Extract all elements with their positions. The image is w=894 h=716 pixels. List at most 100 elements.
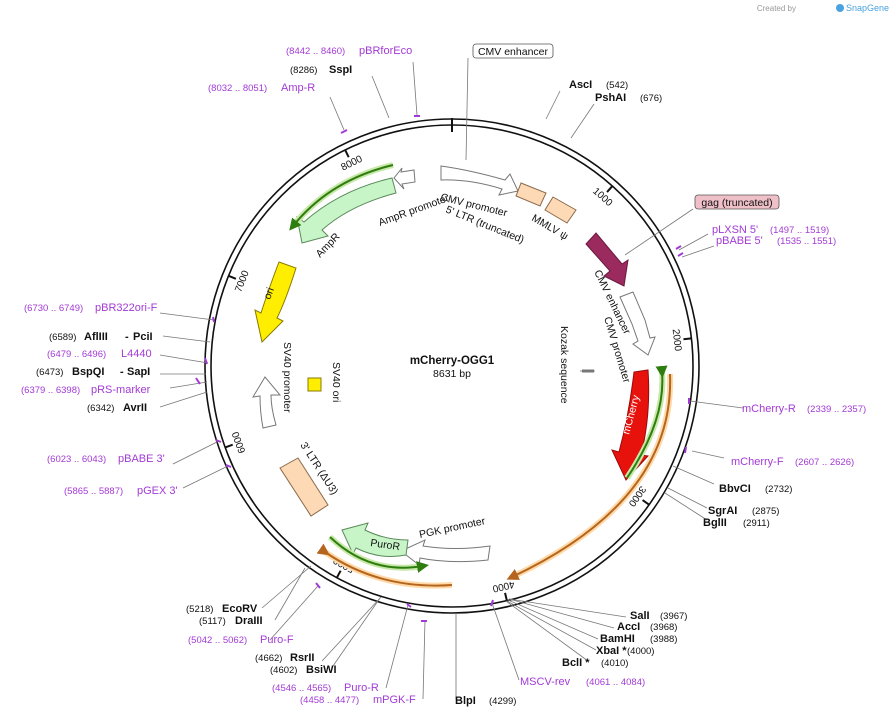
credit-prefix: Created by [757, 4, 796, 13]
enzyme-xbai: XbaI * [596, 645, 627, 657]
enzyme-sali: SalI [630, 610, 650, 622]
enzyme-bbvci-pos: (2732) [765, 484, 792, 495]
primer-puro-r-pos: (4546 .. 4565) [272, 683, 331, 694]
enzyme-draiii: DraIII [235, 615, 263, 627]
pgk-promoter-label: PGK promoter [418, 515, 487, 541]
enzyme-bglii-pos: (2911) [743, 518, 770, 529]
cmv-promoter-top-arrow[interactable] [440, 165, 519, 196]
enzyme-labels: AscI (542) PshAI (676) (8286) SspI BbvCI… [36, 64, 792, 707]
enzyme-sgrai: SgrAI [708, 505, 737, 517]
ampr-promoter-arrow[interactable] [393, 167, 416, 190]
enzyme-bamhi-pos: (3988) [650, 634, 677, 645]
sv40-ori-label: SV40 ori [330, 362, 342, 402]
enzyme-bsiwi-pos: (4602) [270, 665, 297, 676]
sv40-ori-box[interactable] [307, 377, 322, 392]
sv40-promoter-arrow[interactable] [252, 376, 282, 429]
primer-mpgk-f: mPGK-F [373, 694, 416, 706]
gag-arrow[interactable] [585, 232, 629, 287]
enzyme-asci: AscI [569, 79, 592, 91]
enzyme-bspqi: BspQI [72, 366, 104, 378]
plasmid-length: 8631 bp [433, 368, 471, 380]
primer-mcherry-f-pos: (2607 .. 2626) [795, 457, 854, 468]
orange-primer-bar-right[interactable] [506, 373, 672, 580]
scale-tick-label: 2000 [670, 328, 684, 352]
mmlv-psi-box[interactable] [544, 196, 577, 224]
enzyme-pshai: PshAI [595, 92, 626, 104]
scale-tick-mark [504, 592, 508, 601]
enzyme-afliii-sep: - [125, 331, 129, 343]
primer-mscv-rev: MSCV-rev [520, 676, 571, 688]
scale-tick-label: 1000 [590, 186, 614, 209]
primer-prs-marker-pos: (6379 .. 6398) [21, 385, 80, 396]
snapgene-logo-icon [836, 4, 844, 12]
pgk-promoter-arrow[interactable] [400, 539, 491, 566]
primer-pbrforeco: pBRforEco [359, 45, 412, 57]
primer-pbr322ori: pBR322ori-F [95, 302, 158, 314]
puror-arrow[interactable] [341, 522, 409, 557]
cmv-enhancer-inner-arrow[interactable] [619, 291, 656, 356]
primer-l4440-pos: (6479 .. 6496) [47, 349, 106, 360]
primer-ampr: Amp-R [281, 82, 315, 94]
primer-pgex3-pos: (5865 .. 5887) [64, 486, 123, 497]
primer-puro-f: Puro-F [260, 634, 294, 646]
primer-pbr322ori-pos: (6730 .. 6749) [24, 303, 83, 314]
enzyme-asci-pos: (542) [606, 80, 628, 91]
scale-tick-label: 6000 [230, 430, 248, 455]
enzyme-ecorv-pos: (5218) [186, 604, 213, 615]
primer-pbrforeco-pos: (8442 .. 8460) [286, 46, 345, 57]
primer-pbabe5-pos: (1535 .. 1551) [777, 236, 836, 247]
enzyme-bspqi-pos: (6473) [36, 367, 63, 378]
enzyme-bbvci: BbvCI [719, 483, 751, 495]
enzyme-avrii-pos: (6342) [87, 403, 114, 414]
enzyme-bsiwi: BsiWI [306, 664, 337, 676]
enzyme-xbai-pos: (4000) [627, 646, 654, 657]
credit-brand: SnapGene [846, 3, 889, 13]
enzyme-rsrii-pos: (4662) [255, 653, 282, 664]
mcherry-primer-bar[interactable] [626, 365, 668, 479]
ltr5-box[interactable] [515, 182, 547, 207]
primer-puro-f-pos: (5042 .. 5062) [188, 635, 247, 646]
puror-label: PuroR [370, 537, 402, 553]
enzyme-bspqi-sep: - [120, 366, 124, 378]
enzyme-sapi: SapI [127, 366, 150, 378]
gag-label-box [694, 194, 780, 210]
enzyme-bamhi: BamHI [600, 633, 635, 645]
scale-tick-mark [228, 274, 237, 280]
primer-mscv-rev-pos: (4061 .. 4084) [586, 677, 645, 688]
primer-pbabe3-pos: (6023 .. 6043) [47, 454, 106, 465]
puro-primer-bar[interactable] [329, 536, 429, 573]
enzyme-pcii: PciI [133, 331, 153, 343]
scale-tick-label: 7000 [233, 269, 252, 294]
primer-ampr-pos: (8032 .. 8051) [208, 83, 267, 94]
snapgene-credit: Created by SnapGene [757, 3, 889, 13]
enzyme-bcli-pos: (4010) [601, 658, 628, 669]
primer-pgex3: pGEX 3' [137, 485, 178, 497]
ampr-arrow[interactable] [296, 177, 397, 244]
enzyme-afliii: AflIII [84, 331, 108, 343]
primer-mpgk-f-pos: (4458 .. 4477) [300, 695, 359, 706]
enzyme-blpi: BlpI [455, 695, 476, 707]
enzyme-avrii: AvrII [123, 402, 147, 414]
ampr-primer-bar[interactable] [289, 164, 394, 231]
enzyme-sgrai-pos: (2875) [752, 506, 779, 517]
scale-tick-label: 8000 [339, 153, 364, 173]
primer-labels: (8442 .. 8460) pBRforEco (8032 .. 8051) … [21, 45, 866, 706]
label-connectors [159, 57, 744, 700]
ltr3-box[interactable] [279, 457, 329, 517]
ori-arrow[interactable] [254, 261, 297, 344]
enzyme-blpi-pos: (4299) [489, 696, 516, 707]
enzyme-bcli: BclI * [562, 657, 590, 669]
scale-tick-mark [606, 185, 614, 193]
primer-plxsn5-pos: (1497 .. 1519) [770, 225, 829, 236]
enzyme-bglii: BglII [703, 517, 727, 529]
enzyme-acci-pos: (3968) [650, 622, 677, 633]
primer-pbabe5: pBABE 5' [716, 235, 763, 247]
orange-primer-bar-bottom[interactable] [316, 543, 453, 587]
primer-mcherry-f: mCherry-F [731, 456, 784, 468]
primer-plxsn5: pLXSN 5' [712, 224, 758, 236]
cmv-enhancer-label: CMV enhancer [478, 46, 549, 58]
scale-tick-label: 4000 [491, 578, 516, 594]
primer-l4440: L4440 [121, 348, 152, 360]
